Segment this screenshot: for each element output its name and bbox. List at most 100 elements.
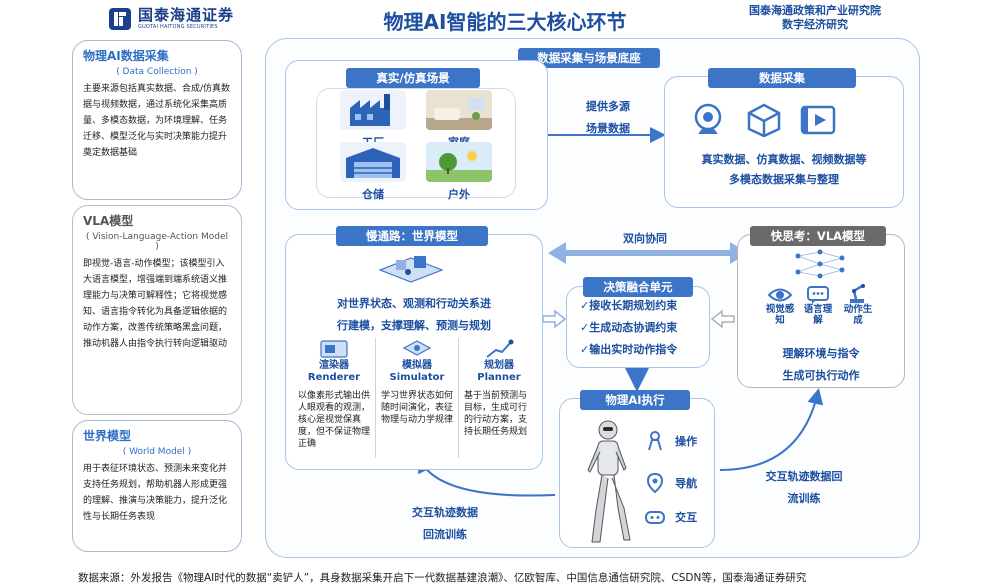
feedback-line: 回流训练 [423, 528, 467, 541]
source-footnote: 数据来源：外发报告《物理AI时代的数据“卖铲人”，具身数据采集开启下一代数据基建… [78, 572, 807, 584]
scene-home: 家庭 [426, 90, 492, 150]
arrow-world-to-decision [542, 309, 567, 329]
execution-action: 导航 [644, 472, 697, 494]
capability-label: 视觉感知 [765, 304, 795, 326]
decision-item: ✓接收长期规划约束 [580, 299, 678, 312]
divider [375, 338, 376, 458]
tag-vla: 快思考：VLA模型 [750, 226, 886, 246]
action-label: 操作 [675, 435, 698, 448]
scene-warehouse: 仓储 [340, 142, 406, 202]
feedback-curve-right [719, 388, 824, 471]
logo-name: 国泰海通证券 [138, 6, 235, 24]
unit-desc: 以像素形式输出供人眼观看的观测，核心是视觉保真度，但不保证物理正确 [298, 391, 371, 449]
unit-title-cn: 规划器 [484, 360, 514, 371]
panel-world-model: 世界模型 ( World Model ) 用于表征环境状态、预测未来变化并支持任… [72, 420, 242, 552]
scene-label: 户外 [448, 188, 470, 201]
unit-title-en: Simulator [389, 372, 445, 383]
arrow-vla-to-decision [710, 309, 735, 329]
scene-outdoor: 户外 [426, 142, 492, 202]
box-decision [566, 286, 710, 368]
capability-label: 语言理解 [803, 304, 833, 326]
unit-title-cn: 模拟器 [402, 360, 432, 371]
arrow-label-line: 提供多源 [586, 100, 630, 113]
institute-name: 国泰海通政策和产业研究院 数字经济研究 [730, 4, 900, 32]
interaction-icon [645, 511, 665, 524]
institute-line-1: 国泰海通政策和产业研究院 [749, 4, 881, 17]
navigation-icon [646, 472, 664, 494]
planner-icon [486, 339, 514, 358]
video-icon [800, 105, 836, 135]
tag-decision: 决策融合单元 [583, 277, 693, 297]
box-data-collection [664, 76, 904, 208]
collection-desc: 真实数据、仿真数据、视频数据等 多模态数据采集与整理 [664, 150, 904, 190]
vla-capability: 语言理解 [800, 286, 836, 326]
renderer-icon [320, 340, 348, 358]
humanoid-robot-icon [587, 420, 631, 543]
cube-icon [747, 103, 781, 138]
divider [458, 338, 459, 458]
panel-subtitle: ( Vision-Language-Action Model ) [85, 232, 228, 252]
factory-icon [340, 90, 406, 130]
vla-capability: 视觉感知 [762, 286, 798, 326]
decision-list: ✓接收长期规划约束 ✓生成动态协调约束 ✓输出实时动作指令 [580, 295, 710, 361]
bidirectional-label: 双向协同 [623, 232, 667, 245]
arrow-label-line: 场景数据 [586, 122, 630, 135]
warehouse-icon [340, 142, 406, 182]
world-model-desc-line: 行建模，支撑理解、预测与规划 [337, 319, 491, 332]
logo-mark-icon [109, 8, 131, 30]
feedback-line: 交互轨迹数据 [412, 506, 478, 519]
decision-item: ✓生成动态协调约束 [580, 321, 678, 334]
vla-desc-line: 生成可执行动作 [782, 369, 860, 382]
panel-body: 即视觉-语言-动作模型；该模型引入大语言模型，增强端到端系统语义推理能力与决策可… [83, 259, 228, 349]
panel-subtitle: ( World Model ) [122, 447, 192, 457]
manipulate-icon [648, 431, 662, 451]
scene-factory: 工厂 [340, 90, 406, 150]
tag-world-model: 慢通路：世界模型 [336, 226, 488, 246]
panel-body: 用于表征环境状态、预测未来变化并支持任务规划，帮助机器人形成更强的理解、推演与决… [83, 464, 228, 522]
capability-label: 动作生成 [843, 304, 873, 326]
panel-data-collection: 物理AI数据采集 ( Data Collection ) 主要来源包括真实数据、… [72, 40, 242, 200]
unit-desc: 学习世界状态如何随时间演化，表征物理与动力学规律 [381, 391, 454, 425]
execution-action: 交互 [644, 506, 697, 528]
collection-desc-line: 真实数据、仿真数据、视频数据等 [701, 153, 867, 166]
institute-line-2: 数字经济研究 [782, 18, 848, 31]
unit-desc: 基于当前预测与目标，生成可行的行动方案，支持长期任务规划 [464, 391, 528, 437]
arrow-label-scene-data: 提供多源 场景数据 [556, 98, 660, 138]
chat-icon [807, 286, 829, 304]
scene-label: 仓储 [362, 188, 384, 201]
panel-vla: VLA模型 ( Vision-Language-Action Model ) 即… [72, 205, 242, 415]
vla-desc-line: 理解环境与指令 [782, 347, 860, 360]
panel-title: VLA模型 [83, 214, 134, 228]
panel-title: 物理AI数据采集 [83, 49, 169, 63]
page-title: 物理AI智能的三大核心环节 [383, 10, 627, 34]
simulator-icon [402, 340, 432, 356]
eye-icon [767, 288, 793, 302]
vla-desc: 理解环境与指令 生成可执行动作 [737, 343, 905, 387]
panel-subtitle: ( Data Collection ) [116, 67, 198, 77]
camera-icon [694, 103, 722, 134]
decision-item: ✓输出实时动作指令 [580, 343, 678, 356]
unit-title-en: Planner [477, 372, 521, 383]
panel-body: 主要来源包括真实数据、合成/仿真数据与视频数据，通过系统化采集高质量、多模态数据… [83, 84, 231, 158]
vla-capability: 动作生成 [840, 282, 876, 326]
feedback-line: 流训练 [787, 492, 821, 505]
tag-execution: 物理AI执行 [580, 390, 690, 410]
world-model-desc: 对世界状态、观测和行动关系进 行建模，支撑理解、预测与规划 [285, 293, 543, 337]
world-model-desc-line: 对世界状态、观测和行动关系进 [337, 297, 491, 310]
tag-data-foundation: 数据采集与场景底座 [518, 48, 660, 68]
logo-name-en: GUOTAI HAITONG SECURITIES [138, 24, 218, 30]
company-logo: 国泰海通证券 GUOTAI HAITONG SECURITIES [108, 6, 238, 32]
action-label: 交互 [675, 511, 698, 524]
feedback-line: 交互轨迹数据回 [765, 470, 843, 483]
collection-desc-line: 多模态数据采集与整理 [729, 173, 839, 186]
unit-renderer: 渲染器 Renderer 以像素形式输出供人眼观看的观测，核心是视觉保真度，但不… [298, 338, 370, 450]
unit-simulator: 模拟器 Simulator 学习世界状态如何随时间演化，表征物理与动力学规律 [381, 338, 453, 426]
unit-title-cn: 渲染器 [319, 360, 349, 371]
feedback-label-right: 交互轨迹数据回 流训练 [744, 466, 864, 510]
box-execution [559, 398, 715, 548]
world-model-platform-icon [378, 256, 444, 283]
feedback-label-left: 交互轨迹数据 回流训练 [390, 502, 500, 546]
unit-planner: 规划器 Planner 基于当前预测与目标，生成可行的行动方案，支持长期任务规划 [464, 338, 534, 438]
tag-scenes: 真实/仿真场景 [346, 68, 480, 88]
